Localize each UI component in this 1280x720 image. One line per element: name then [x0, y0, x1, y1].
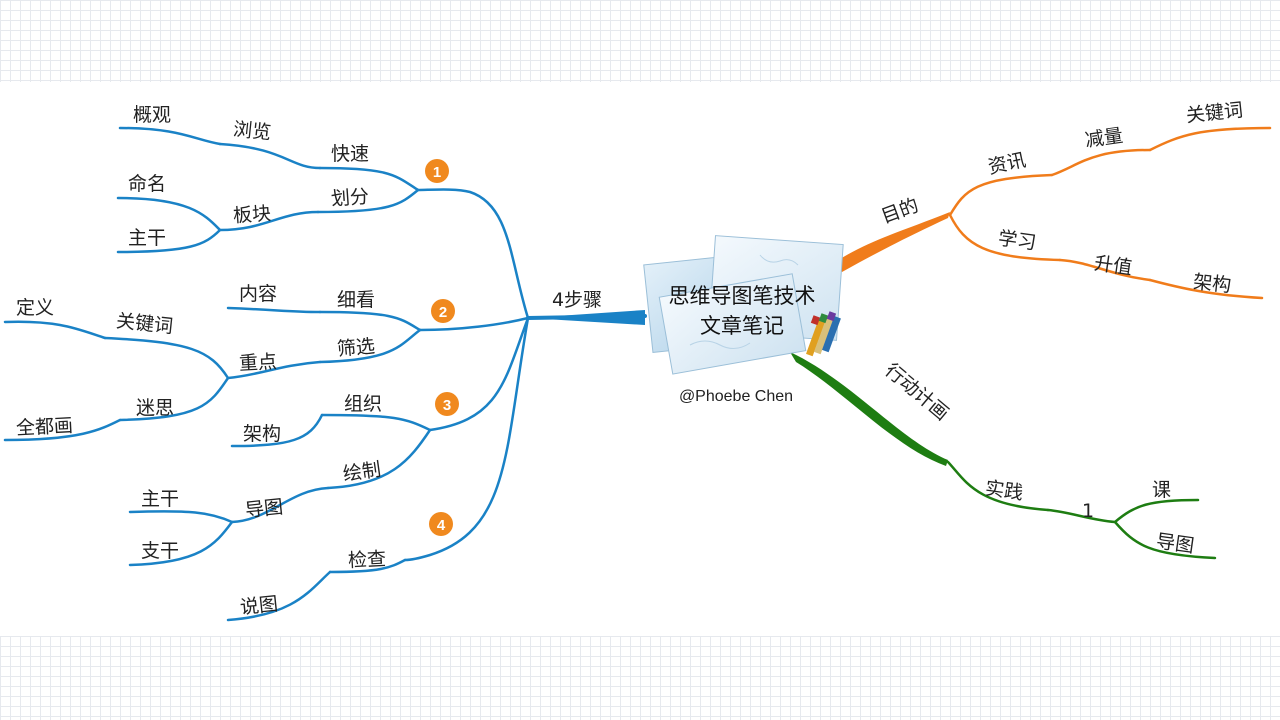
node-naming: 命名 — [128, 173, 166, 195]
branch-trunk3 — [128, 510, 234, 524]
step-badge-1: 1 — [425, 159, 449, 183]
node-drawing: 绘制 — [342, 458, 383, 485]
branch-content — [226, 306, 322, 314]
author-credit: @Phoebe Chen — [679, 388, 793, 405]
branch-trunk1 — [116, 228, 222, 254]
grid-background-top — [0, 0, 1280, 82]
node-explain-map: 说图 — [239, 593, 279, 619]
branch-learn — [948, 213, 1062, 262]
branch-count — [1046, 508, 1117, 524]
branch-block — [218, 210, 320, 232]
right-bottom-branches — [790, 352, 1217, 560]
node-upgrade: 升值 — [1093, 252, 1134, 279]
node-filter: 筛选 — [336, 335, 376, 360]
pens-icon — [806, 311, 841, 357]
step-badge-4: 4 — [429, 512, 453, 536]
node-content: 内容 — [239, 283, 277, 305]
node-browse: 浏览 — [232, 118, 272, 144]
step-badge-2: 2 — [431, 299, 455, 323]
branch-filter — [318, 328, 422, 364]
branch-browse — [218, 142, 322, 170]
branch-definition — [3, 320, 107, 340]
left-branches — [3, 126, 647, 622]
node-news: 资讯 — [986, 149, 1028, 178]
branch-lesson — [1113, 498, 1200, 524]
branch-overview — [118, 126, 222, 146]
node-trunk-1: 主干 — [128, 227, 166, 249]
branch-4steps-underline — [526, 314, 647, 320]
branch-to-step4 — [403, 316, 530, 562]
node-check: 检查 — [347, 548, 386, 572]
center-title-line1: 思维导图笔技术 — [669, 284, 816, 308]
node-organize: 组织 — [344, 393, 382, 415]
branch-keypoint — [226, 360, 322, 380]
svg-text:3: 3 — [443, 397, 451, 414]
node-keywords: 关键词 — [115, 310, 174, 338]
node-definition: 定义 — [16, 297, 54, 319]
node-map-right: 导图 — [1155, 530, 1196, 557]
branch-myth — [118, 376, 230, 422]
center-notes-image — [643, 235, 844, 375]
node-4steps: 4步骤 — [552, 289, 602, 311]
node-action-plan: 行动计画 — [881, 359, 953, 425]
node-detail: 细看 — [337, 289, 375, 311]
svg-text:4: 4 — [437, 517, 446, 534]
branch-structure-r — [1148, 278, 1264, 300]
branch-main-purpose — [835, 212, 950, 272]
branch-naming — [116, 196, 222, 232]
branch-keywords — [103, 336, 230, 380]
step-badge-3: 3 — [435, 392, 459, 416]
branch-main-action — [790, 352, 948, 466]
node-structure-right: 架构 — [1192, 271, 1232, 297]
node-lesson: 课 — [1152, 479, 1171, 501]
node-divide: 划分 — [330, 186, 369, 211]
node-overview: 概观 — [133, 104, 171, 126]
branch-reduce — [1050, 148, 1152, 177]
branch-branch — [128, 520, 234, 567]
node-block: 板块 — [232, 203, 271, 228]
center-title-line2: 文章笔记 — [700, 314, 784, 338]
branch-map-r — [1113, 520, 1217, 560]
branch-map — [230, 486, 330, 524]
node-practice: 实践 — [984, 477, 1025, 504]
node-fast: 快速 — [331, 143, 369, 165]
branch-practice — [946, 460, 1050, 512]
branch-fast — [318, 166, 420, 192]
branch-to-step3 — [428, 316, 530, 432]
branch-to-step1 — [416, 188, 530, 320]
branch-detail — [318, 310, 422, 332]
grid-background-bottom — [0, 636, 1280, 720]
node-drawall: 全都画 — [15, 415, 73, 440]
svg-text:1: 1 — [433, 164, 441, 181]
node-count: 1 — [1082, 500, 1094, 522]
branch-divide — [316, 188, 420, 214]
node-learn: 学习 — [997, 227, 1038, 254]
node-structure: 架构 — [243, 423, 281, 445]
branch-to-step2 — [418, 316, 530, 332]
node-purpose: 目的 — [878, 194, 921, 228]
node-reduce: 减量 — [1084, 125, 1125, 152]
node-map: 导图 — [244, 496, 284, 522]
branch-check — [328, 558, 407, 574]
node-trunk-3: 主干 — [141, 488, 179, 510]
node-keypoint: 重点 — [238, 351, 277, 375]
branch-drawing — [326, 428, 432, 490]
node-myth: 迷思 — [136, 397, 174, 419]
svg-text:2: 2 — [439, 304, 447, 321]
branch-structure — [230, 413, 324, 448]
branch-upgrade — [1058, 258, 1152, 282]
branch-news — [948, 173, 1054, 217]
right-top-branches — [835, 126, 1272, 300]
node-branch: 支干 — [141, 540, 179, 562]
branch-explain — [226, 570, 332, 622]
branch-keywords-r — [1148, 126, 1272, 152]
branch-drawall — [3, 418, 122, 442]
branch-organize — [320, 413, 432, 432]
node-keywords-right: 关键词 — [1185, 99, 1244, 127]
